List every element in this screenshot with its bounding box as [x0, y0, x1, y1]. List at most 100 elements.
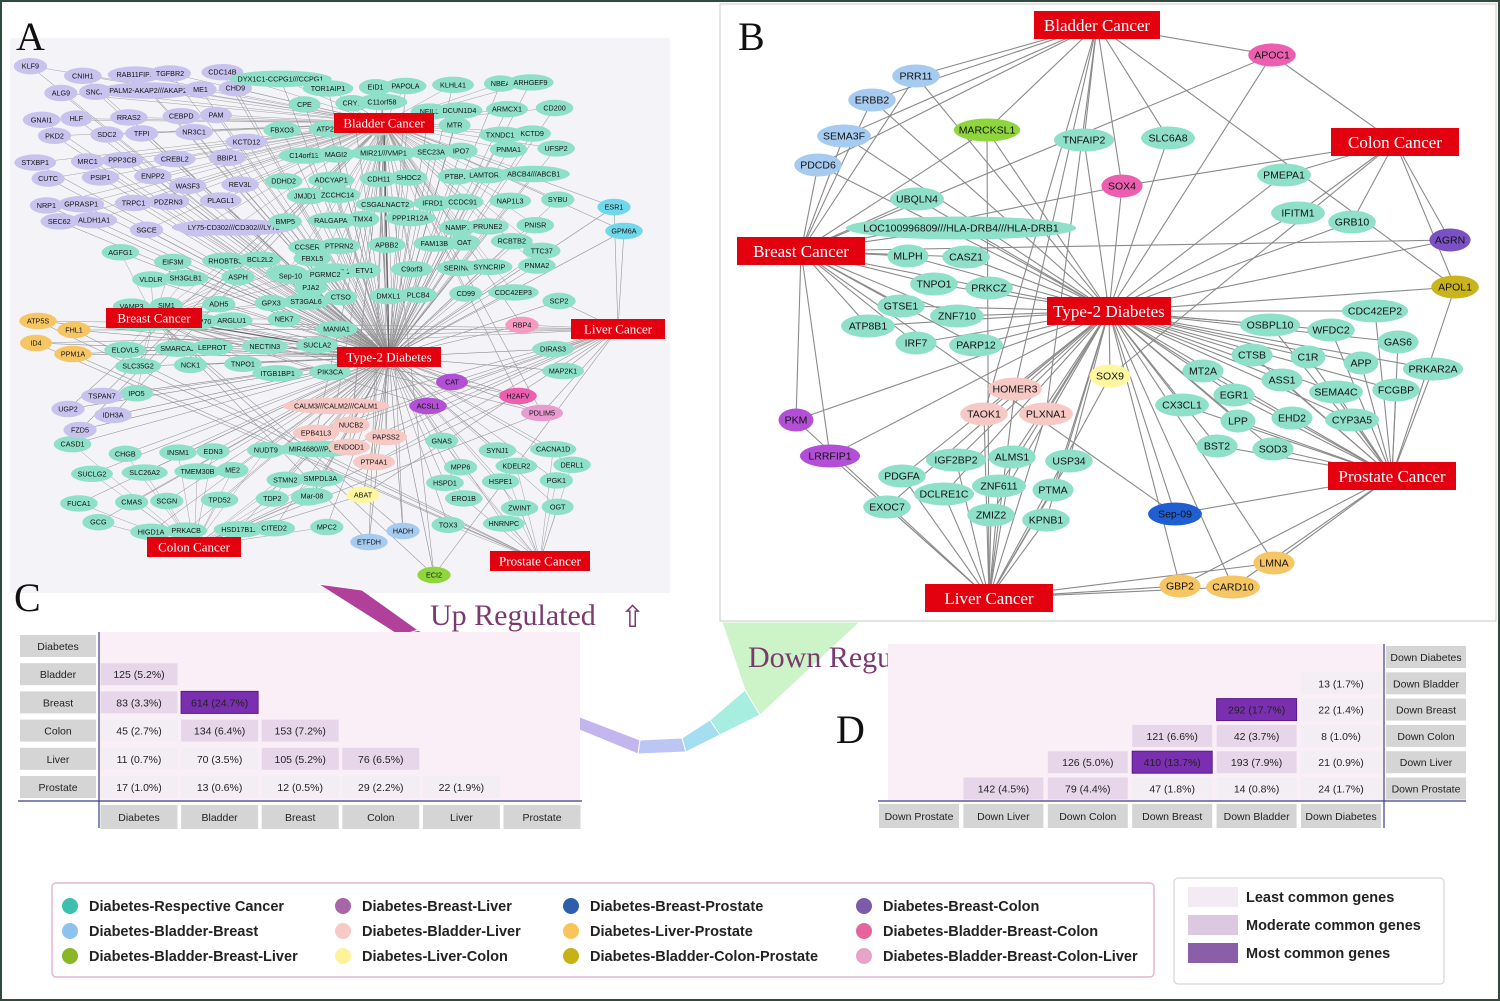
- node-shape: [910, 272, 958, 296]
- row-label: Down Liver: [1386, 751, 1466, 774]
- hub-label: Breast Cancer: [753, 242, 849, 261]
- node-shape: [130, 523, 173, 540]
- node-label: IPO7: [453, 146, 469, 155]
- col-label-box: [963, 804, 1044, 828]
- node-label: TGFBR2: [156, 69, 184, 78]
- node-label: PALM2-AKAP2///AKAP2: [109, 86, 187, 95]
- network-b-node-pdcd6: PDCD6: [794, 153, 842, 177]
- network-a-node-arglu1: ARGLU1: [210, 312, 253, 329]
- node-shape: [799, 444, 861, 468]
- node-label: ARMCX1: [492, 105, 522, 114]
- hub-box: [337, 347, 441, 367]
- node-shape: [221, 268, 255, 286]
- node-label: SYBU: [548, 195, 568, 204]
- edge: [332, 122, 385, 221]
- node-shape: [318, 237, 361, 255]
- network-a-node-kctd9: KCTD9: [513, 125, 551, 142]
- node-label: FUCA1: [67, 499, 91, 508]
- edge: [1391, 368, 1434, 477]
- node-shape: [1045, 449, 1093, 473]
- edge: [800, 250, 1176, 515]
- node-shape: [317, 146, 355, 163]
- node-label: CNIH1: [72, 71, 94, 80]
- node-shape: [114, 357, 162, 375]
- hub-label: Colon Cancer: [158, 540, 231, 555]
- edge: [388, 267, 460, 358]
- network-b-node-pdgfa: PDGFA: [878, 464, 926, 488]
- network-a-node-sucla2: SUCLA2: [296, 336, 339, 354]
- network-a-node-atp5s: ATP5S: [19, 312, 57, 330]
- network-b-node-card10: CARD10: [1206, 575, 1260, 599]
- node-shape: [1022, 508, 1070, 532]
- node-shape: [436, 102, 483, 119]
- node-label: ENPP2: [141, 172, 165, 181]
- network-a-node-nap1l3: NAP1L3: [489, 192, 532, 209]
- node-label: CHD9: [226, 84, 246, 93]
- node-label: DIRAS3: [540, 345, 566, 354]
- network-a-node-magi2: MAGI2: [317, 146, 355, 163]
- network-a-node-sec23a: SEC23A: [410, 143, 453, 161]
- row-label-box: [1386, 672, 1466, 695]
- node-shape: [845, 216, 1077, 240]
- node-shape: [252, 365, 303, 382]
- node-label: MAP2K1: [549, 367, 577, 376]
- network-a-node-ptp4a1: PTP4A1: [353, 453, 395, 471]
- network-b-node-sod3: SOD3: [1252, 437, 1294, 461]
- cell-value: 11 (0.7%): [117, 754, 162, 766]
- network-a-node-adcyap1: ADCYAP1: [308, 171, 355, 189]
- network-a-node-rras2: RRAS2: [110, 109, 148, 126]
- cell-value: 76 (6.5%): [358, 754, 404, 766]
- node-label: TDP2: [263, 494, 281, 503]
- node-shape: [877, 294, 925, 318]
- node-shape: [70, 465, 113, 482]
- network-a-node-me1: ME1: [184, 81, 217, 98]
- network-a-node-rbp4: RBP4: [505, 316, 539, 334]
- node-label: SOX4: [1108, 181, 1136, 193]
- node-label: ST3GAL6: [290, 297, 322, 306]
- legend-label: Diabetes-Bladder-Liver: [362, 924, 521, 940]
- node-label: TNPO1: [916, 279, 951, 291]
- network-b-node-cdc42ep2: CDC42EP2: [1341, 299, 1409, 323]
- node-label: CD99: [457, 289, 475, 298]
- node-label: KDELR2: [502, 462, 530, 471]
- network-a-node-kctd12: KCTD12: [225, 133, 268, 150]
- node-label: CYP3A5: [1332, 415, 1372, 427]
- node-label: PIK3CA: [317, 368, 343, 377]
- hub-label: Liver Cancer: [944, 589, 1034, 608]
- node-label: CHGB: [115, 449, 136, 458]
- edge: [362, 328, 619, 496]
- node-shape: [1261, 368, 1303, 392]
- network-b-node-homer3: HOMER3: [988, 377, 1042, 401]
- node-label: CARD10: [1212, 582, 1254, 594]
- edge: [351, 103, 390, 358]
- network-b-node-zmiz2: ZMIZ2: [967, 503, 1015, 527]
- col-label-box: [879, 804, 959, 828]
- node-shape: [535, 99, 574, 117]
- network-a-node-diras3: DIRAS3: [532, 340, 574, 358]
- network-a-node-gprasp1: GPRASP1: [58, 196, 105, 213]
- node-shape: [960, 402, 1008, 426]
- legend-swatch: [335, 948, 351, 964]
- node-shape: [297, 470, 344, 487]
- edge: [1108, 221, 1353, 312]
- network-a-node-ipo7: IPO7: [444, 142, 478, 159]
- network-b-node-loc100996809-hla-drb4-hla-drb1: LOC100996809///HLA-DRB4///HLA-DRB1: [845, 216, 1077, 240]
- node-shape: [1328, 210, 1376, 234]
- network-a-node-lamtor3: LAMTOR3: [463, 167, 510, 184]
- node-label: EGR1: [1220, 390, 1249, 402]
- node-shape: [82, 514, 115, 531]
- node-shape: [20, 334, 52, 352]
- network-b-node-gbp2: GBP2: [1159, 574, 1201, 598]
- network-a-node-papola: PAPOLA: [384, 77, 427, 95]
- cell-value: 12 (0.5%): [277, 782, 323, 794]
- matrix-cell: 8 (1.0%): [1301, 724, 1381, 747]
- network-a-node-mar-08: Mar-08: [291, 487, 333, 505]
- node-shape: [1431, 275, 1479, 299]
- edge: [304, 104, 390, 358]
- node-shape: [1271, 201, 1325, 225]
- network-a-node-hlf: HLF: [60, 110, 93, 127]
- cell-value: 14 (0.8%): [1234, 784, 1280, 796]
- node-label: NCK1: [181, 360, 200, 369]
- node-shape: [202, 295, 236, 313]
